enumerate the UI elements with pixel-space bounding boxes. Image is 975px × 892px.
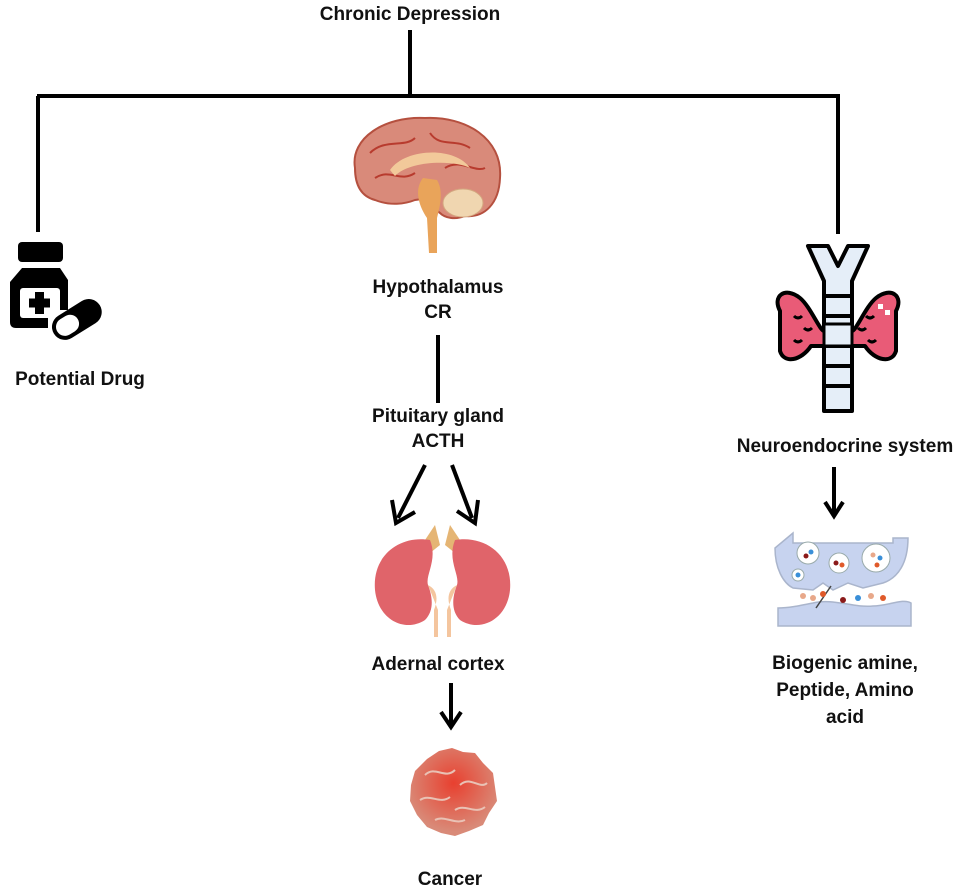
arrow-to-left-kidney bbox=[390, 464, 427, 527]
arrow-to-cancer bbox=[439, 683, 463, 731]
medicine-bottle-pill-icon bbox=[10, 242, 102, 340]
transmitters-line3: acid bbox=[825, 707, 865, 728]
potential-drug-label: Potential Drug bbox=[15, 369, 145, 390]
cancer-cell-icon bbox=[410, 748, 497, 836]
root-label: Chronic Depression bbox=[319, 4, 501, 25]
pituitary-label: Pituitary gland bbox=[372, 406, 504, 427]
neuroendocrine-label: Neuroendocrine system bbox=[736, 436, 954, 457]
adrenal-cortex-label: Adernal cortex bbox=[371, 654, 505, 675]
thyroid-gland-icon bbox=[775, 244, 901, 413]
brain-icon bbox=[353, 116, 502, 253]
transmitters-line1: Biogenic amine, bbox=[772, 653, 918, 674]
arrow-to-right-kidney bbox=[450, 464, 480, 527]
acth-label: ACTH bbox=[411, 431, 465, 452]
hypothalamus-label: Hypothalamus bbox=[372, 277, 504, 298]
cancer-label: Cancer bbox=[417, 869, 483, 890]
cr-label: CR bbox=[424, 302, 452, 323]
synapse-icon bbox=[774, 531, 912, 627]
kidneys-adrenal-icon bbox=[374, 525, 511, 637]
arrow-to-synapse bbox=[823, 467, 845, 520]
transmitters-line2: Peptide, Amino bbox=[776, 680, 914, 701]
